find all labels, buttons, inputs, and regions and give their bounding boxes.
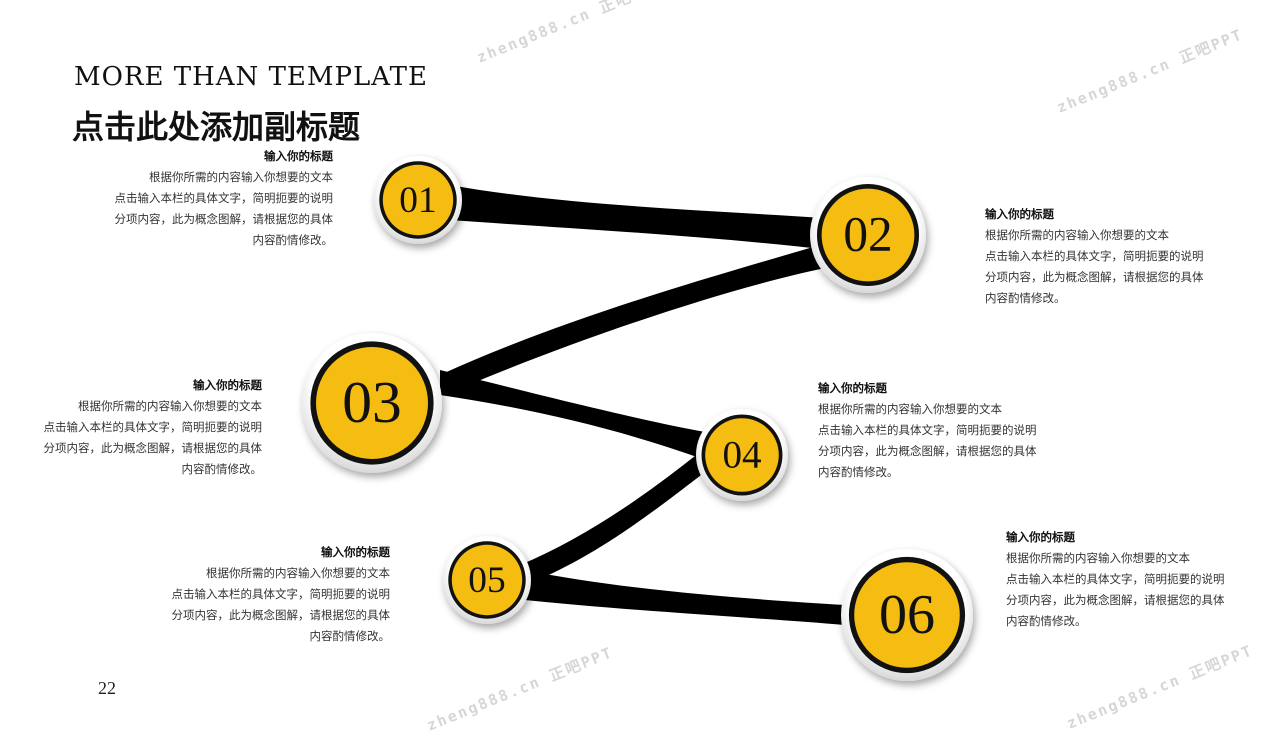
step-description-line: 内容酌情修改。 bbox=[1006, 614, 1087, 628]
step-description-line: 内容酌情修改。 bbox=[985, 291, 1066, 305]
step-number: 06 bbox=[879, 584, 935, 646]
step-description-line: 点击输入本栏的具体文字，简明扼要的说明 bbox=[43, 420, 263, 434]
step-circle-05: 05 bbox=[443, 536, 531, 624]
step-description-line: 内容酌情修改。 bbox=[181, 462, 263, 476]
step-heading: 输入你的标题 bbox=[818, 381, 887, 395]
step-circle-03: 03 bbox=[302, 333, 442, 473]
connector-01-02 bbox=[450, 185, 830, 250]
step-text-04: 输入你的标题根据你所需的内容输入你想要的文本点击输入本栏的具体文字，简明扼要的说… bbox=[818, 378, 1098, 483]
step-text-06: 输入你的标题根据你所需的内容输入你想要的文本点击输入本栏的具体文字，简明扼要的说… bbox=[1006, 527, 1280, 632]
step-number: 01 bbox=[399, 180, 436, 221]
step-description-line: 根据你所需的内容输入你想要的文本 bbox=[1006, 551, 1190, 565]
step-text-05: 输入你的标题根据你所需的内容输入你想要的文本点击输入本栏的具体文字，简明扼要的说… bbox=[110, 542, 391, 647]
step-text-03: 输入你的标题根据你所需的内容输入你想要的文本点击输入本栏的具体文字，简明扼要的说… bbox=[0, 375, 263, 480]
step-heading: 输入你的标题 bbox=[985, 207, 1054, 221]
step-description-line: 点击输入本栏的具体文字，简明扼要的说明 bbox=[818, 423, 1037, 437]
step-description-line: 分项内容，此为概念图解，请根据您的具体 bbox=[818, 444, 1037, 458]
step-number: 02 bbox=[843, 207, 892, 262]
connector-02-03 bbox=[440, 245, 825, 395]
step-number: 05 bbox=[468, 560, 505, 601]
step-text-02: 输入你的标题根据你所需的内容输入你想要的文本点击输入本栏的具体文字，简明扼要的说… bbox=[985, 204, 1265, 309]
step-circle-02: 02 bbox=[810, 177, 926, 293]
step-description-line: 分项内容，此为概念图解，请根据您的具体 bbox=[114, 212, 334, 226]
process-diagram: 01 02 03 04 05 06 bbox=[302, 156, 973, 681]
step-number: 03 bbox=[342, 369, 402, 435]
step-description-line: 内容酌情修改。 bbox=[252, 233, 334, 247]
connector-04-05 bbox=[520, 452, 710, 585]
step-description-line: 根据你所需的内容输入你想要的文本 bbox=[818, 402, 1002, 416]
step-description-line: 点击输入本栏的具体文字，简明扼要的说明 bbox=[1006, 572, 1225, 586]
step-description-line: 根据你所需的内容输入你想要的文本 bbox=[206, 566, 390, 580]
step-description-line: 内容酌情修改。 bbox=[309, 629, 391, 643]
connector-05-06 bbox=[525, 570, 845, 625]
step-description-line: 点击输入本栏的具体文字，简明扼要的说明 bbox=[114, 191, 334, 205]
page-subtitle: 点击此处添加副标题 bbox=[72, 108, 361, 146]
step-description-line: 分项内容，此为概念图解，请根据您的具体 bbox=[171, 608, 391, 622]
step-description-line: 根据你所需的内容输入你想要的文本 bbox=[78, 399, 262, 413]
page-number: 22 bbox=[98, 678, 116, 698]
page-title: MORE THAN TEMPLATE bbox=[74, 62, 428, 92]
step-circle-06: 06 bbox=[841, 549, 973, 681]
step-description-line: 点击输入本栏的具体文字，简明扼要的说明 bbox=[985, 249, 1204, 263]
step-number: 04 bbox=[722, 433, 761, 476]
step-heading: 输入你的标题 bbox=[264, 149, 333, 163]
step-description-line: 点击输入本栏的具体文字，简明扼要的说明 bbox=[171, 587, 391, 601]
step-description-line: 分项内容，此为概念图解，请根据您的具体 bbox=[985, 270, 1204, 284]
step-heading: 输入你的标题 bbox=[321, 545, 390, 559]
step-description-line: 根据你所需的内容输入你想要的文本 bbox=[985, 228, 1169, 242]
step-heading: 输入你的标题 bbox=[193, 378, 262, 392]
step-circle-01: 01 bbox=[374, 156, 462, 244]
step-circle-04: 04 bbox=[696, 409, 788, 501]
step-description-line: 分项内容，此为概念图解，请根据您的具体 bbox=[43, 441, 263, 455]
step-text-01: 输入你的标题根据你所需的内容输入你想要的文本点击输入本栏的具体文字，简明扼要的说… bbox=[53, 146, 334, 251]
step-description-line: 根据你所需的内容输入你想要的文本 bbox=[149, 170, 333, 184]
connector-03-04 bbox=[440, 370, 705, 458]
step-description-line: 分项内容，此为概念图解，请根据您的具体 bbox=[1006, 593, 1225, 607]
connectors bbox=[440, 185, 845, 625]
step-heading: 输入你的标题 bbox=[1006, 530, 1075, 544]
step-description-line: 内容酌情修改。 bbox=[818, 465, 899, 479]
